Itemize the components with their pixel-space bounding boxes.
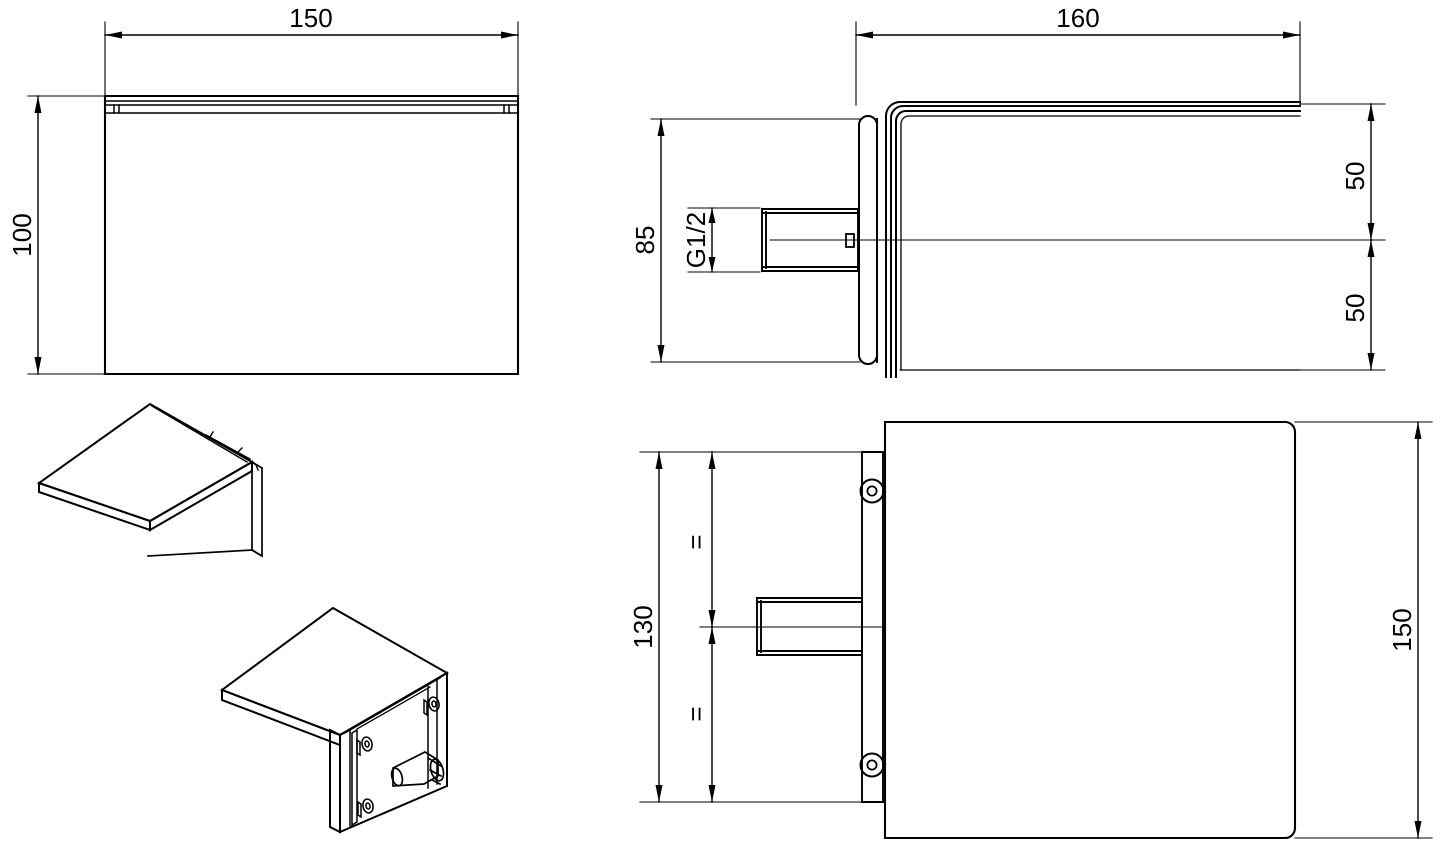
iso-rear-screw-hole-mid [356,736,373,757]
iso-rear-edge-detail [339,672,448,736]
dimension-150-body-width [1414,421,1422,839]
side-shelf-profile [885,101,1301,378]
side-section-view: 160 85 G1/2 50 50 [630,3,1386,378]
dim-label-50-upper: 50 [1340,162,1370,191]
dim-label-85-height: 85 [630,226,660,255]
dimension-50-lower [1367,239,1375,371]
side-inlet-connector [761,208,859,272]
iso-rear-screw-hole-lower [357,798,374,819]
plan-inlet-connector [756,597,863,656]
front-extension-lines [27,21,519,375]
iso-rear-screw-hole-upper [423,696,440,717]
isometric-rear-view [219,606,450,834]
dim-label-150-width: 150 [289,3,332,33]
iso-front-hinge-detail [151,405,259,471]
dimension-equal-upper [708,451,716,628]
plan-top-view: 130 = = 150 [628,420,1433,840]
plan-screw-hole-upper [859,478,885,504]
front-elevation-view: 150 100 [7,3,520,376]
dim-label-g-half: G1/2 [681,212,711,268]
plan-shelf-body [883,420,1297,840]
dimension-100-height [34,95,42,375]
plan-screw-hole-lower [859,752,885,778]
dim-label-equal-lower: = [681,706,711,721]
iso-rear-backplate [349,679,438,827]
dim-label-equal-upper: = [681,534,711,549]
iso-front-side-wall [147,460,264,558]
dimension-g-half-thread [708,207,716,273]
iso-front-top-plate [36,402,255,532]
dim-label-150-body-width: 150 [1387,608,1417,651]
dim-label-130-spacing: 130 [628,605,658,648]
dim-label-100-height: 100 [7,213,37,256]
dim-label-50-lower: 50 [1340,294,1370,323]
side-extension-lines [650,21,1386,371]
front-lip-end-ticks [113,104,510,114]
dimension-50-upper [1367,103,1375,241]
isometric-front-view [36,402,264,558]
front-body-outline [103,94,520,376]
iso-rear-inlet-connector [390,751,445,787]
iso-rear-front-face [329,671,448,834]
side-shelf-inner-face [900,115,1301,371]
dimension-85-height [657,118,665,363]
dimension-160-depth [855,31,1301,39]
dim-label-160-depth: 160 [1056,3,1099,33]
dimension-130-spacing [655,451,663,803]
plan-extension-lines [639,421,1433,839]
front-top-lip-detail [104,100,519,114]
iso-rear-top-plate [219,606,450,747]
dimension-150-width [104,31,519,39]
dimension-equal-lower [708,626,716,803]
